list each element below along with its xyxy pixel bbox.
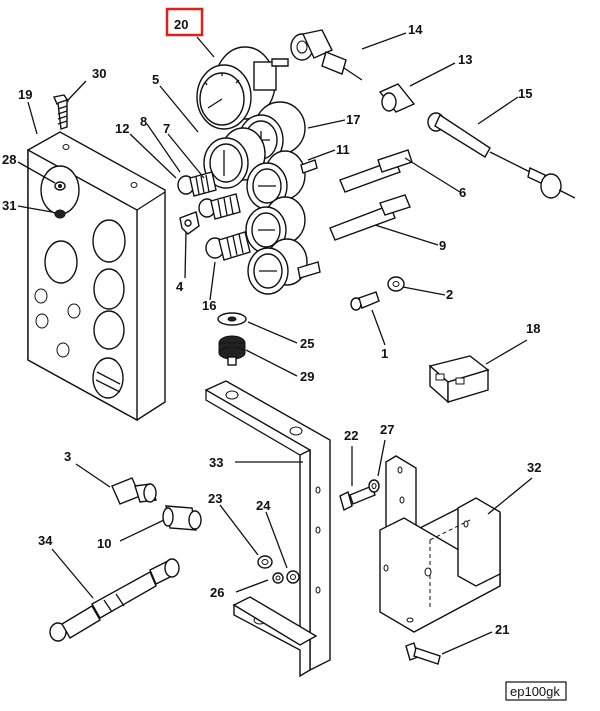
callout-31[interactable]: 31 [2,198,16,213]
nut-part-23[interactable] [257,555,273,569]
callout-10[interactable]: 10 [97,536,111,551]
callout-32[interactable]: 32 [527,460,541,475]
washer-part-26[interactable] [272,572,284,584]
callout-22[interactable]: 22 [344,428,358,443]
callout-15[interactable]: 15 [518,86,532,101]
fitting-part-14[interactable] [290,29,363,81]
callout-29[interactable]: 29 [300,369,314,384]
gauge-part-7[interactable] [203,127,266,189]
callout-30[interactable]: 30 [92,66,106,81]
sender-part-6[interactable] [339,149,413,193]
callout-26[interactable]: 26 [210,585,224,600]
callout-5[interactable]: 5 [152,72,159,87]
adapter-part-13[interactable] [378,83,416,113]
callout-19[interactable]: 19 [18,87,32,102]
instrument-panel-part-19[interactable] [27,131,166,422]
callout-13[interactable]: 13 [458,52,472,67]
callout-33[interactable]: 33 [209,455,223,470]
hose-part-34[interactable] [49,558,180,642]
callout-25[interactable]: 25 [300,336,314,351]
indicator-light-part-8[interactable] [198,193,241,220]
gauge-part-20[interactable] [196,46,289,130]
highlight-box [165,7,204,37]
callout-23[interactable]: 23 [208,491,222,506]
bracket-part-33[interactable] [204,380,331,678]
callout-12[interactable]: 12 [115,121,129,136]
adapter-part-10[interactable] [162,505,202,531]
callout-17[interactable]: 17 [346,112,360,127]
callout-24[interactable]: 24 [256,498,271,513]
gauge-lower-1[interactable] [245,196,306,254]
callout-9[interactable]: 9 [439,238,446,253]
callout-21[interactable]: 21 [495,622,509,637]
callout-4[interactable]: 4 [176,279,184,294]
bracket-part-32[interactable] [379,455,501,633]
callout-labels: 20 30 19 5 8 12 7 28 31 14 13 15 17 11 6… [2,17,541,637]
bracket-part-4[interactable] [179,211,200,235]
callout-11[interactable]: 11 [336,142,350,157]
bolt-part-22[interactable] [339,485,376,512]
cable-part-15[interactable] [427,112,576,199]
nut-part-2[interactable] [387,276,405,292]
bolt-part-21[interactable] [405,642,441,665]
figure-id-text: ep100gk [510,684,560,699]
callout-6[interactable]: 6 [459,185,466,200]
callout-16[interactable]: 16 [202,298,216,313]
leader-lines [17,32,533,655]
callout-7[interactable]: 7 [163,121,170,136]
nut-part-28[interactable] [54,181,66,191]
callout-18[interactable]: 18 [526,321,540,336]
gauge-lower-2[interactable] [247,238,321,295]
sender-part-9[interactable] [329,194,411,241]
callout-8[interactable]: 8 [140,114,147,129]
indicator-light-part-16[interactable] [205,231,251,261]
washer-part-27[interactable] [368,479,380,493]
screw-part-30[interactable] [53,94,70,130]
callout-34[interactable]: 34 [38,533,53,548]
washer-part-24[interactable] [286,570,300,584]
callout-1[interactable]: 1 [381,346,388,361]
callout-14[interactable]: 14 [408,22,423,37]
callout-20[interactable]: 20 [174,17,188,32]
screw-part-1[interactable] [350,291,380,311]
callout-3[interactable]: 3 [64,449,71,464]
callout-2[interactable]: 2 [446,287,453,302]
callout-27[interactable]: 27 [380,422,394,437]
washer-part-25[interactable] [217,312,247,326]
connector-part-18[interactable] [428,355,490,404]
callout-28[interactable]: 28 [2,152,16,167]
figure-reference: ep100gk [505,681,567,701]
gauge-part-11[interactable] [246,150,318,210]
elbow-part-3[interactable] [111,477,157,505]
knob-part-29[interactable] [218,335,246,366]
screw-part-31[interactable] [54,209,66,219]
indicator-light-part-12[interactable] [177,171,217,197]
